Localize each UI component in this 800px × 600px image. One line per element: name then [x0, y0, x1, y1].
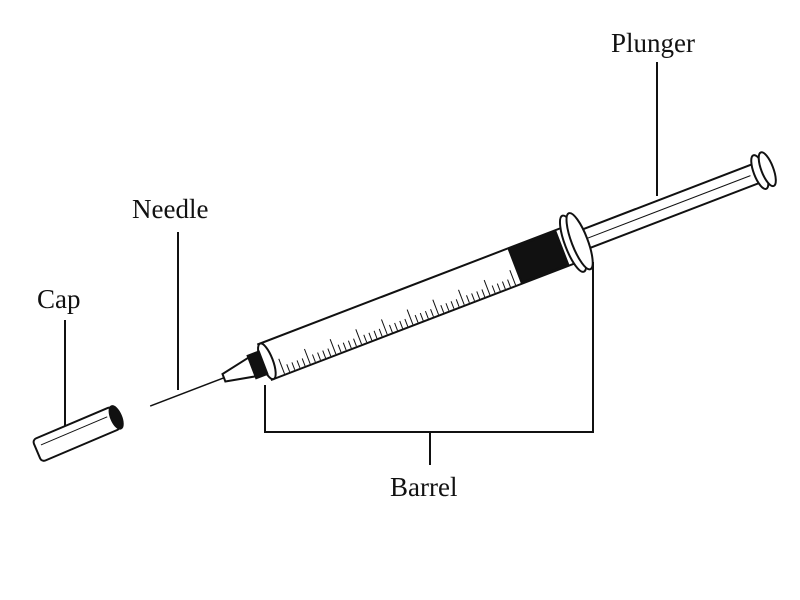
graduation-mark — [322, 350, 327, 359]
graduation-mark — [432, 299, 440, 315]
needle — [149, 350, 269, 407]
graduation-mark — [311, 354, 316, 363]
graduation-mark — [483, 279, 491, 296]
graduation-mark — [381, 319, 388, 335]
graduation-mark — [301, 358, 306, 367]
graduation-mark — [291, 362, 296, 371]
graduation-mark — [317, 352, 321, 361]
graduation-mark — [414, 314, 419, 323]
graduation-mark — [337, 344, 342, 353]
graduation-mark — [399, 320, 404, 329]
graduation-mark — [509, 269, 517, 286]
graduation-mark — [501, 281, 506, 290]
cap-label: Cap — [37, 284, 81, 314]
graduation-mark — [445, 303, 450, 311]
graduation-mark — [476, 291, 481, 300]
barrel — [256, 212, 594, 382]
graduation-mark — [424, 310, 429, 319]
graduation-mark — [471, 293, 475, 302]
graduation-mark — [363, 334, 368, 343]
graduation-mark — [286, 364, 291, 372]
graduation-mark — [419, 312, 424, 321]
graduation-mark — [481, 289, 486, 298]
plunger — [568, 151, 777, 255]
graduation-mark — [458, 289, 465, 305]
graduation-mark — [455, 299, 460, 307]
graduation-mark — [389, 324, 393, 333]
plunger-label: Plunger — [611, 28, 695, 58]
graduation-mark — [373, 330, 378, 339]
graduation-mark — [296, 360, 301, 369]
graduation-mark — [491, 285, 496, 294]
graduation-mark — [394, 322, 398, 331]
graduation-mark — [278, 358, 285, 374]
graduation-mark — [355, 329, 363, 345]
graduation-mark — [329, 338, 337, 355]
graduation-mark — [440, 305, 445, 313]
graduation-mark — [368, 332, 373, 341]
cap — [32, 405, 124, 462]
barrel-bracket — [264, 262, 594, 465]
barrel-label: Barrel — [390, 472, 458, 502]
graduation-mark — [496, 283, 501, 292]
graduation-mark — [430, 308, 434, 317]
graduation-mark — [327, 348, 332, 357]
graduation-mark — [353, 338, 357, 347]
graduation-mark — [378, 328, 383, 337]
graduation-mark — [303, 348, 311, 365]
graduation-mark — [342, 342, 347, 351]
graduation-mark — [466, 295, 470, 304]
graduation-mark — [406, 309, 414, 325]
graduation-mark — [404, 318, 409, 327]
graduation-mark — [507, 279, 511, 288]
needle-label: Needle — [132, 194, 209, 224]
graduation-mark — [347, 340, 352, 349]
graduation-mark — [450, 301, 455, 309]
